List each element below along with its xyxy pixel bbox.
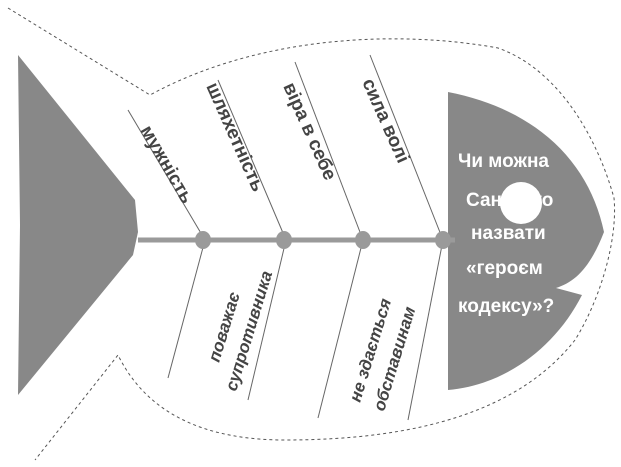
- top-cause-4: сила волі: [357, 75, 413, 166]
- lower-bone-1: [167, 239, 206, 379]
- top-cause-2: шляхетність: [201, 79, 268, 194]
- head-question-line-5: кодексу»?: [458, 296, 554, 317]
- spine-node-1: [195, 231, 211, 249]
- top-cause-3: віра в себе: [278, 79, 340, 183]
- fish-head: [448, 92, 604, 390]
- fish-tail: [18, 55, 138, 395]
- upper-bone-1: [127, 109, 206, 241]
- head-question-line-1: Чи можна: [458, 151, 549, 172]
- spine-node-2: [276, 231, 292, 249]
- top-cause-1: мужність: [136, 122, 197, 207]
- spine-node-3: [355, 231, 371, 249]
- upper-bone-3: [294, 61, 364, 241]
- upper-bone-4: [369, 54, 444, 241]
- spine-node-4: [435, 231, 451, 249]
- head-question-line-3: назвати: [471, 223, 546, 244]
- head-question-line-2: Сантьяго: [466, 190, 553, 211]
- head-question-line-4: «героєм: [466, 258, 543, 279]
- fish-eye: [500, 182, 542, 224]
- lower-bone-2: [247, 239, 287, 401]
- fish-outline: [7, 7, 616, 461]
- lower-bone-3: [317, 239, 364, 419]
- lower-bone-4: [407, 239, 444, 421]
- upper-bone-2: [217, 79, 287, 241]
